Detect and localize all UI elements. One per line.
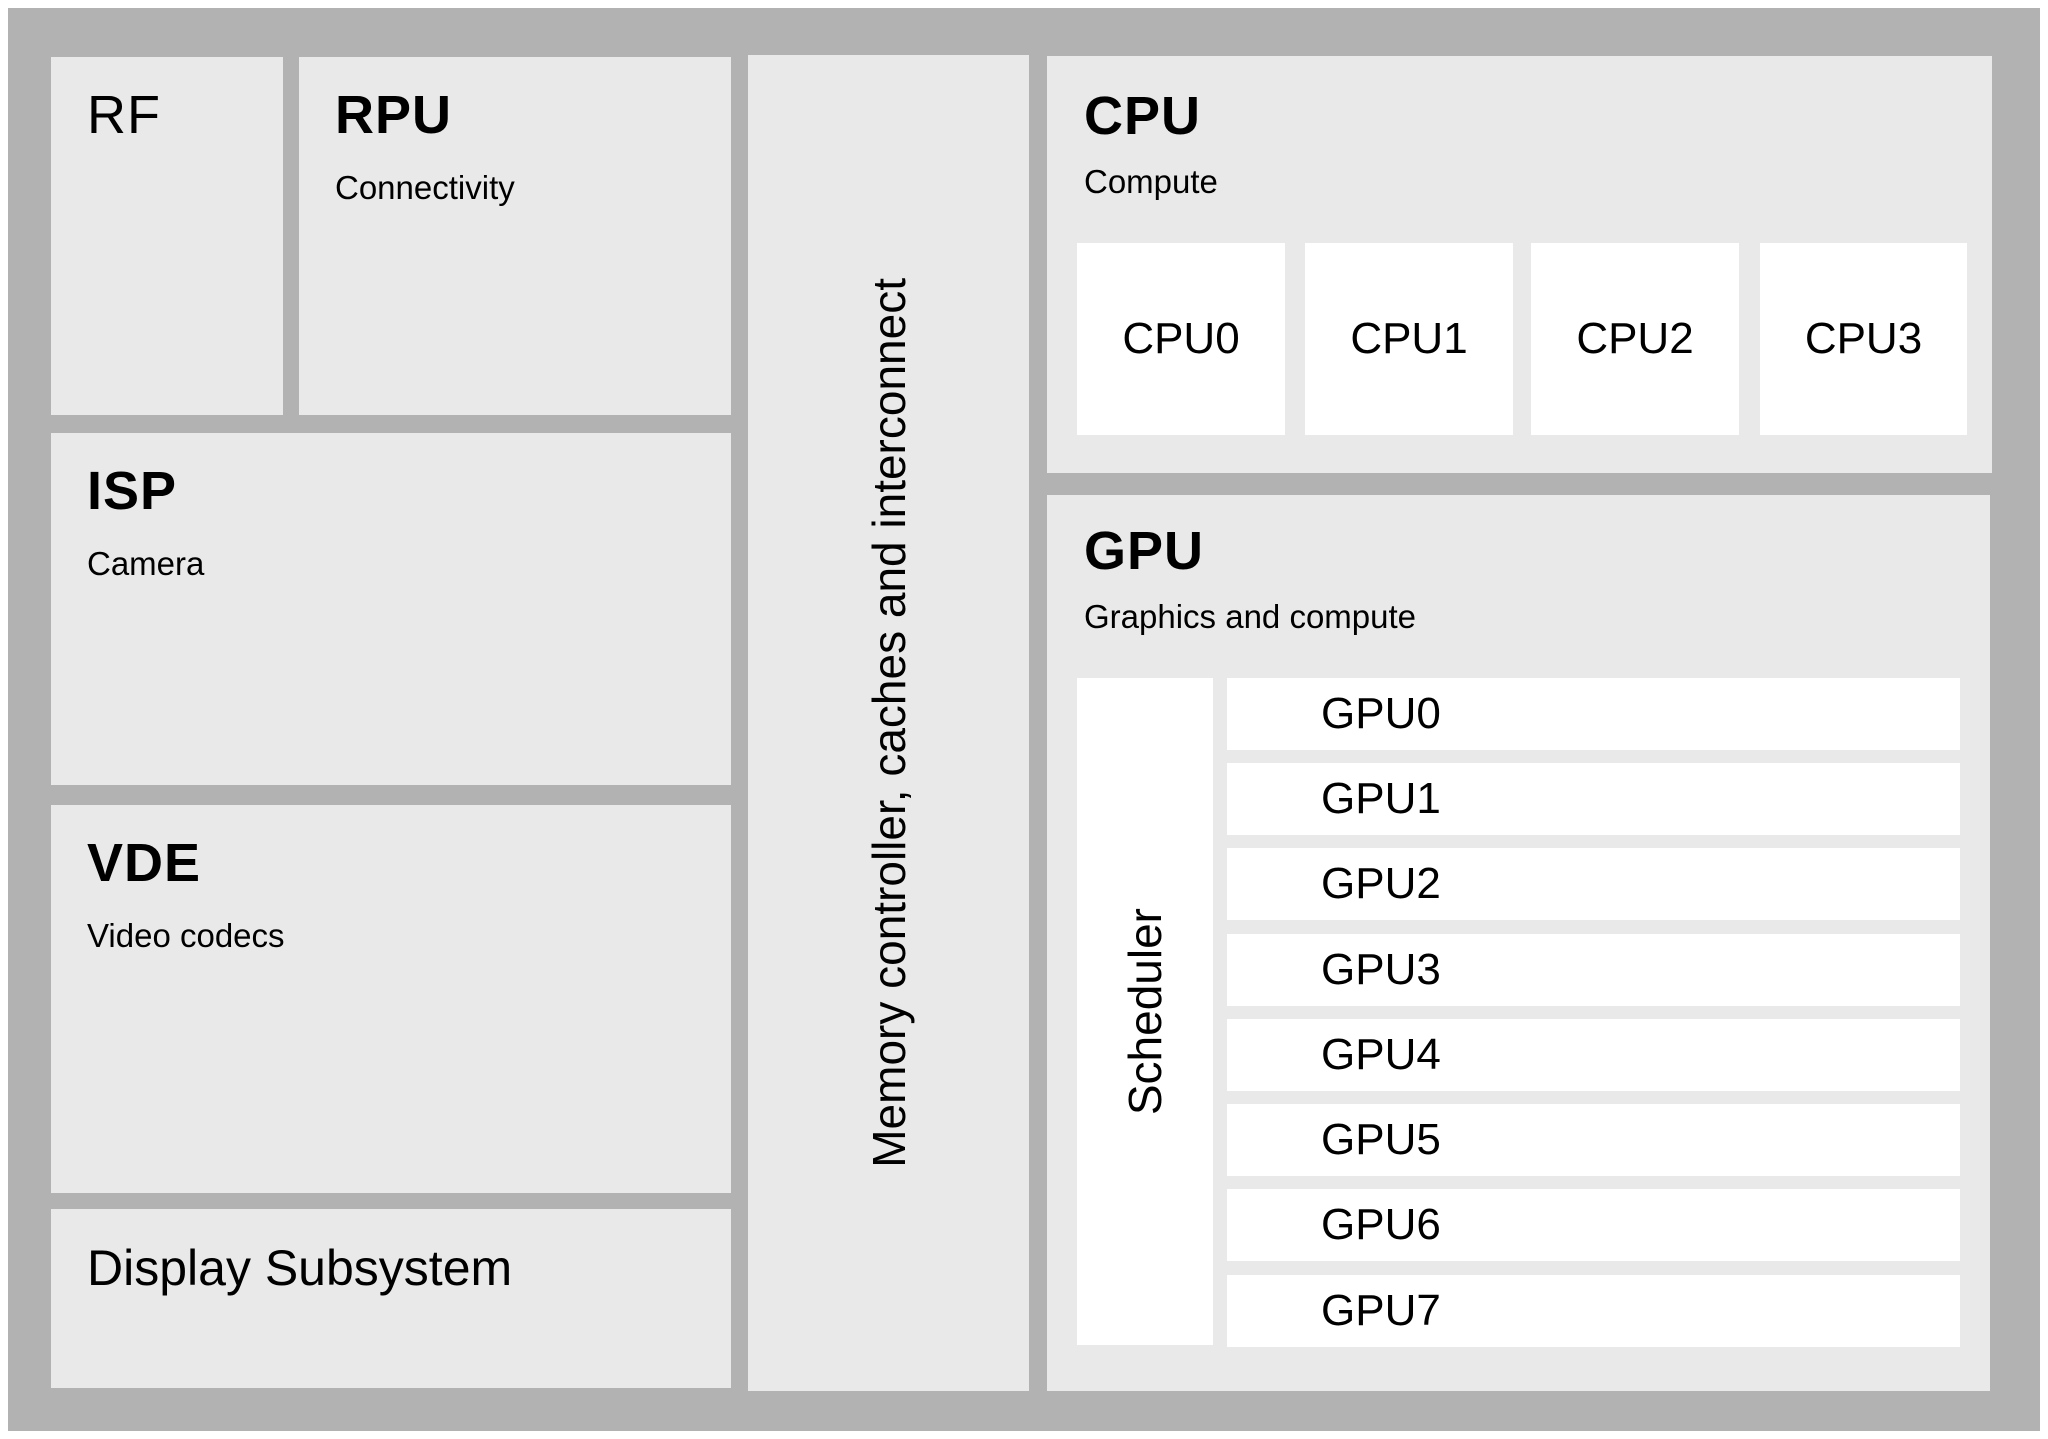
gpu-core-4: GPU4: [1227, 1019, 1960, 1091]
gpu-block: GPU Graphics and compute Scheduler GPU0 …: [1047, 495, 1990, 1391]
rf-block: RF: [51, 57, 283, 415]
rpu-subtitle: Connectivity: [335, 168, 515, 206]
isp-block: ISP Camera: [51, 433, 731, 785]
vde-subtitle: Video codecs: [87, 916, 285, 954]
gpu-scheduler-label: Scheduler: [1119, 907, 1171, 1116]
gpu-scheduler-box: Scheduler: [1077, 678, 1213, 1345]
cpu-core-1: CPU1: [1305, 243, 1513, 435]
gpu-core-2: GPU2: [1227, 848, 1960, 920]
rf-title: RF: [87, 85, 161, 145]
interconnect-bar: Memory controller, caches and interconne…: [748, 55, 1029, 1391]
vde-block: VDE Video codecs: [51, 805, 731, 1193]
cpu-core-0: CPU0: [1077, 243, 1285, 435]
gpu-core-1: GPU1: [1227, 763, 1960, 835]
display-subsystem-block: Display Subsystem: [51, 1209, 731, 1388]
chip-panel: RF RPU Connectivity ISP Camera VDE Video…: [8, 8, 2040, 1431]
gpu-title: GPU: [1084, 521, 1205, 581]
cpu-title: CPU: [1084, 86, 1202, 146]
cpu-core-2: CPU2: [1531, 243, 1739, 435]
gpu-core-7: GPU7: [1227, 1275, 1960, 1347]
isp-title: ISP: [87, 461, 178, 521]
gpu-subtitle: Graphics and compute: [1084, 598, 1417, 635]
gpu-core-6: GPU6: [1227, 1189, 1960, 1261]
gpu-core-5: GPU5: [1227, 1104, 1960, 1176]
interconnect-label: Memory controller, caches and interconne…: [862, 278, 915, 1168]
cpu-subtitle: Compute: [1084, 163, 1218, 200]
vde-title: VDE: [87, 833, 202, 893]
cpu-block: CPU Compute CPU0 CPU1 CPU2 CPU3: [1047, 56, 1992, 473]
isp-subtitle: Camera: [87, 544, 205, 582]
rpu-block: RPU Connectivity: [299, 57, 731, 415]
display-subsystem-title: Display Subsystem: [87, 1240, 513, 1296]
gpu-core-0: GPU0: [1227, 678, 1960, 750]
rpu-title: RPU: [335, 85, 453, 145]
cpu-core-3: CPU3: [1760, 243, 1967, 435]
gpu-core-3: GPU3: [1227, 934, 1960, 1006]
